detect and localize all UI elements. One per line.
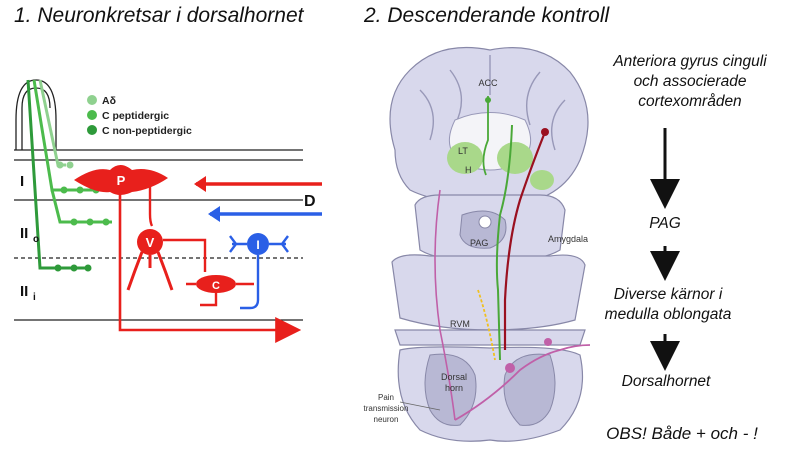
flow-step3-line2: medulla oblongata: [604, 306, 732, 323]
projection-neuron-p: P: [74, 165, 302, 343]
neuron-label-p: P: [117, 173, 126, 188]
flow-step-pag: PAG: [649, 215, 681, 232]
label-rvm: RVM: [450, 319, 470, 329]
projection-axon: [118, 192, 302, 343]
legend-label-c-nonpeptidergic: C non-peptidergic: [102, 125, 192, 137]
afferent-legend: Aδ C peptidergic C non-peptidergic: [87, 95, 192, 137]
legend-label-adelta: Aδ: [102, 95, 116, 107]
flow-step3-line1: Diverse kärnor i: [613, 286, 723, 303]
neuron-label-c: C: [212, 280, 220, 292]
descending-control-figure: ACC LT H Amygdala PAG RVM Dorsal horn Pa…: [364, 46, 591, 442]
ascending-magenta-pathway: [434, 189, 456, 421]
thalamus-left: [447, 142, 483, 174]
flow-step1-line2: och associerade: [633, 73, 747, 90]
lamina-label-2o: II: [20, 225, 28, 242]
label-acc: ACC: [478, 78, 498, 88]
pag-region: [459, 210, 507, 249]
c-peptidergic-fiber-2: [50, 189, 112, 224]
legend-label-c-peptidergic: C peptidergic: [102, 110, 169, 122]
right-panel-title: 2. Descenderande kontroll: [364, 4, 610, 27]
descending-label-d: D: [304, 193, 316, 210]
adelta-fiber: [38, 79, 66, 167]
yellow-pathway: [477, 289, 496, 361]
left-panel-title: 1. Neuronkretsar i dorsalhornet: [14, 4, 304, 27]
lamina-label-2o-sub: o: [33, 234, 39, 245]
label-pain-neuron-2: transmission: [364, 404, 409, 413]
flow-step-cortex: Anteriora gyrus cinguli och associerade …: [590, 52, 790, 112]
dorsal-horn-circuit: Aδ C peptidergic C non-peptidergic I II …: [14, 79, 322, 343]
label-pain-neuron-3: neuron: [374, 415, 399, 424]
legend-swatch-c-peptidergic: [87, 110, 97, 120]
inhibitory-neuron-i: I: [229, 233, 289, 310]
label-dorsal-horn-2: horn: [445, 383, 463, 393]
thalamus-right: [497, 142, 533, 174]
legend-swatch-adelta: [87, 95, 97, 105]
lamina-label-2i-sub: i: [33, 292, 36, 303]
flow-step-medulla: Diverse kärnor i medulla oblongata: [598, 285, 738, 325]
label-lt: LT: [458, 146, 468, 156]
amygdala-nucleus: [530, 170, 554, 190]
flow-step1-line3: cortexområden: [638, 93, 742, 110]
neuron-label-v: V: [146, 235, 155, 250]
central-neuron-c: C: [186, 275, 254, 307]
lamina-label-1: I: [20, 173, 24, 190]
afferent-fibers: [26, 79, 112, 272]
flow-step1-line1: Anteriora gyrus cinguli: [613, 53, 767, 70]
label-amygdala: Amygdala: [548, 234, 588, 244]
label-dorsal-horn-1: Dorsal: [441, 372, 467, 382]
flow-step-dorsal-horn: Dorsalhornet: [621, 373, 711, 390]
label-pain-neuron-1: Pain: [378, 393, 394, 402]
legend-swatch-c-nonpeptidergic: [87, 125, 97, 135]
descending-green-pathway: [495, 124, 513, 361]
neuron-label-i: I: [256, 238, 259, 252]
descending-red-pathway: [503, 131, 547, 350]
flow-note: OBS! Både + och - !: [606, 424, 758, 443]
label-h: H: [465, 165, 472, 175]
lamina-label-2i: II: [20, 283, 28, 300]
label-pag: PAG: [470, 238, 488, 248]
vertical-neuron-v: V: [126, 213, 207, 291]
pons-medulla: [391, 254, 586, 331]
